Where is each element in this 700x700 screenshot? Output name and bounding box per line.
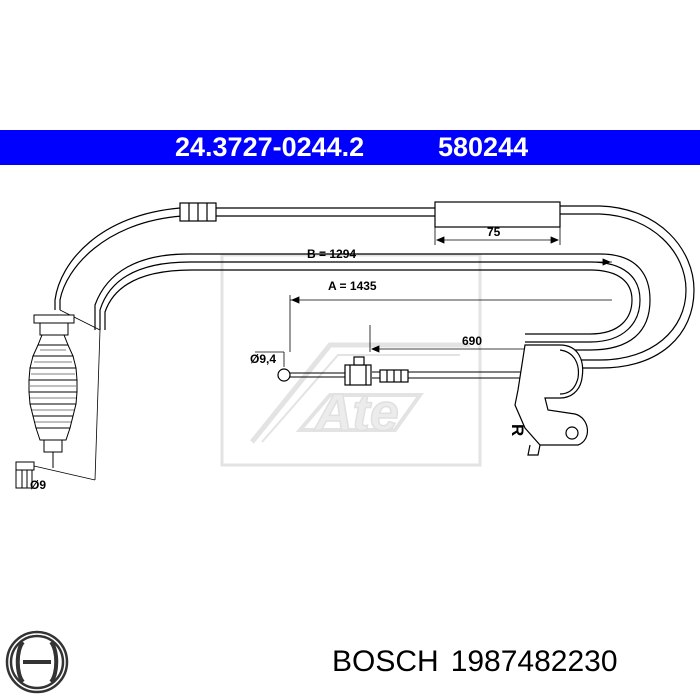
dim-75-label: 75 bbox=[487, 225, 501, 239]
cable-outer-sheath bbox=[54, 205, 695, 369]
dim-9-label: Ø9 bbox=[30, 478, 46, 492]
dim-94-label: Ø9,4 bbox=[250, 352, 276, 366]
dim-b bbox=[218, 258, 612, 266]
dim-690-label: 690 bbox=[462, 334, 482, 348]
ball-end bbox=[277, 368, 291, 382]
dim-b-label: B = 1294 bbox=[307, 247, 356, 261]
dim-75 bbox=[434, 227, 561, 245]
dim-690 bbox=[369, 325, 528, 353]
dim-a bbox=[59, 295, 612, 352]
header-ref-number: 580244 bbox=[438, 132, 529, 162]
cable-inner-loop bbox=[94, 253, 651, 351]
cable-sleeve bbox=[434, 201, 561, 228]
end-fitting bbox=[344, 356, 409, 386]
header-bar: 24.3727-0244.2 580244 bbox=[0, 130, 700, 165]
bosch-armature-logo bbox=[5, 630, 69, 694]
dim-9 bbox=[33, 329, 101, 481]
boot-convolutions bbox=[30, 349, 76, 423]
dim-94 bbox=[255, 351, 285, 367]
rubber-boot bbox=[15, 314, 78, 489]
footer-brand: BOSCH bbox=[332, 645, 439, 678]
footer-part-number: 1987482230 bbox=[450, 645, 618, 678]
footer-brand-line: BOSCH 1987482230 bbox=[332, 645, 618, 679]
mounting-bracket bbox=[514, 344, 588, 456]
ate-logo-watermark: Ate bbox=[220, 253, 482, 467]
side-mark: R bbox=[508, 424, 527, 436]
cable-ferrule bbox=[179, 202, 217, 222]
svg-text:Ate: Ate bbox=[313, 384, 399, 442]
header-part-number: 24.3727-0244.2 bbox=[175, 132, 365, 162]
dim-a-label: A = 1435 bbox=[328, 279, 377, 293]
